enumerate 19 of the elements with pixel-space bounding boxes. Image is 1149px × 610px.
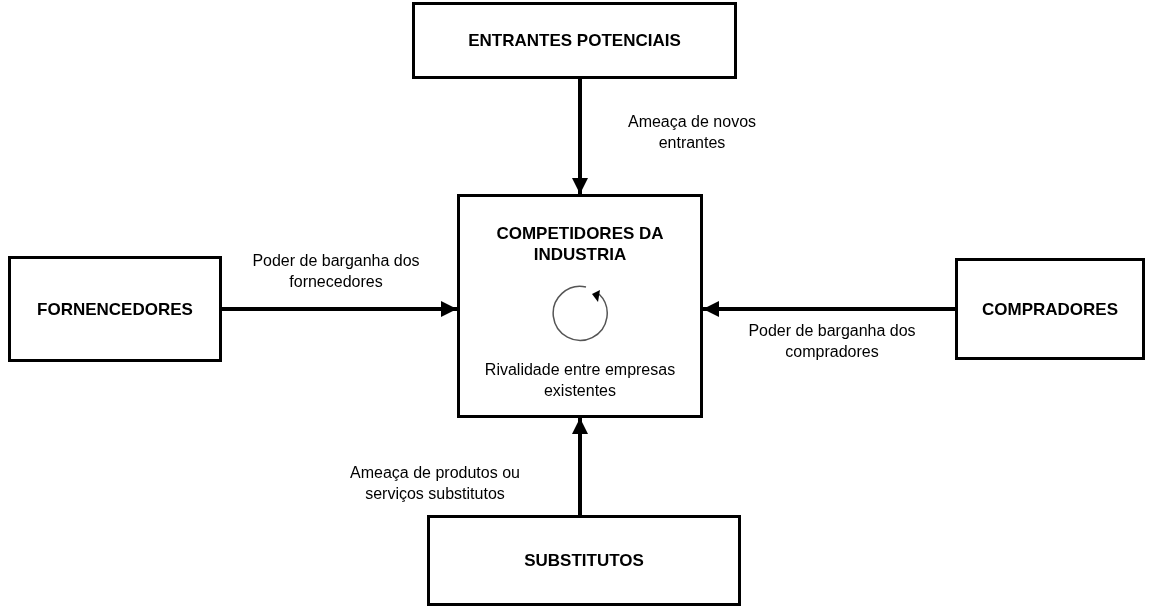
node-label: SUBSTITUTOS xyxy=(524,550,644,571)
node-label: COMPRADORES xyxy=(982,298,1118,320)
edge-label: Poder de barganha dos compradores xyxy=(747,321,917,362)
node-label: FORNENCEDORES xyxy=(37,298,193,320)
box xyxy=(412,2,737,79)
edge-label: Ameaça de novos entrantes xyxy=(626,112,758,153)
arrow xyxy=(703,301,955,317)
box xyxy=(955,258,1145,360)
box xyxy=(8,256,222,362)
node-label: ENTRANTES POTENCIAIS xyxy=(468,30,681,51)
edge-label: Ameaça de produtos ou serviços substitutos xyxy=(349,463,521,504)
edge-label: Poder de barganha dos fornecedores xyxy=(251,251,421,292)
node-title: COMPETIDORES DA INDUSTRIA xyxy=(495,223,665,265)
box xyxy=(427,515,741,606)
arrow xyxy=(572,418,588,515)
box xyxy=(457,194,703,418)
arrow xyxy=(572,79,588,194)
node-text: Rivalidade entre empresas existentes xyxy=(483,360,677,401)
arrow xyxy=(222,301,457,317)
